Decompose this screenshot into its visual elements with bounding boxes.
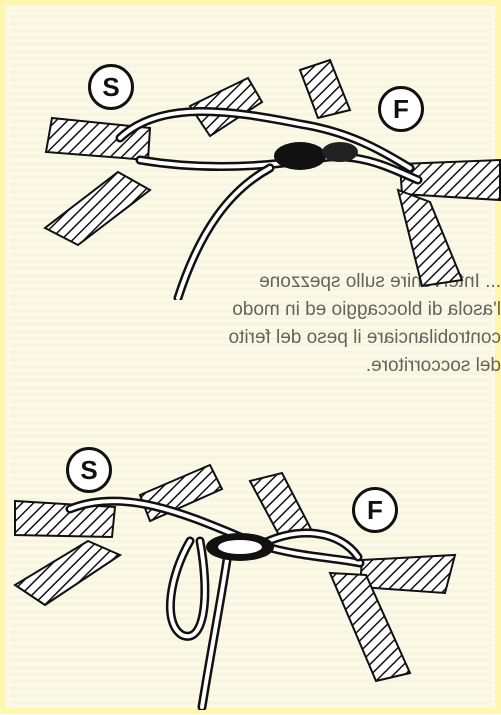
caption-line: controbilanciare il peso del ferito xyxy=(270,324,501,352)
label-f-top: F xyxy=(378,86,424,132)
knot-cluster xyxy=(274,142,326,170)
caption-line: l'asola di bloccaggio ed in modo xyxy=(270,296,501,324)
knot-illustration-top: S F xyxy=(0,40,501,300)
webbing-right-upper xyxy=(250,473,312,537)
webbing-left-lower xyxy=(45,172,150,245)
knot-cluster-right xyxy=(322,142,358,162)
rope-hanging-core xyxy=(178,168,270,298)
knot-illustration-bottom: S F xyxy=(0,445,501,710)
webbing-right-horizontal xyxy=(360,555,455,593)
caption-line: del soccorritore. xyxy=(270,352,501,380)
knot-drawing-top xyxy=(0,40,501,300)
knot-cluster-inner xyxy=(218,540,262,554)
label-s-top: S xyxy=(88,64,134,110)
webbing-right-upper xyxy=(300,60,350,118)
webbing-left-upper xyxy=(15,501,115,537)
label-s-bottom: S xyxy=(66,447,112,493)
rope-hanging xyxy=(178,168,270,298)
webbing-left-lower xyxy=(15,541,120,605)
webbing-right-lower xyxy=(398,190,462,286)
label-f-bottom: F xyxy=(352,487,398,533)
